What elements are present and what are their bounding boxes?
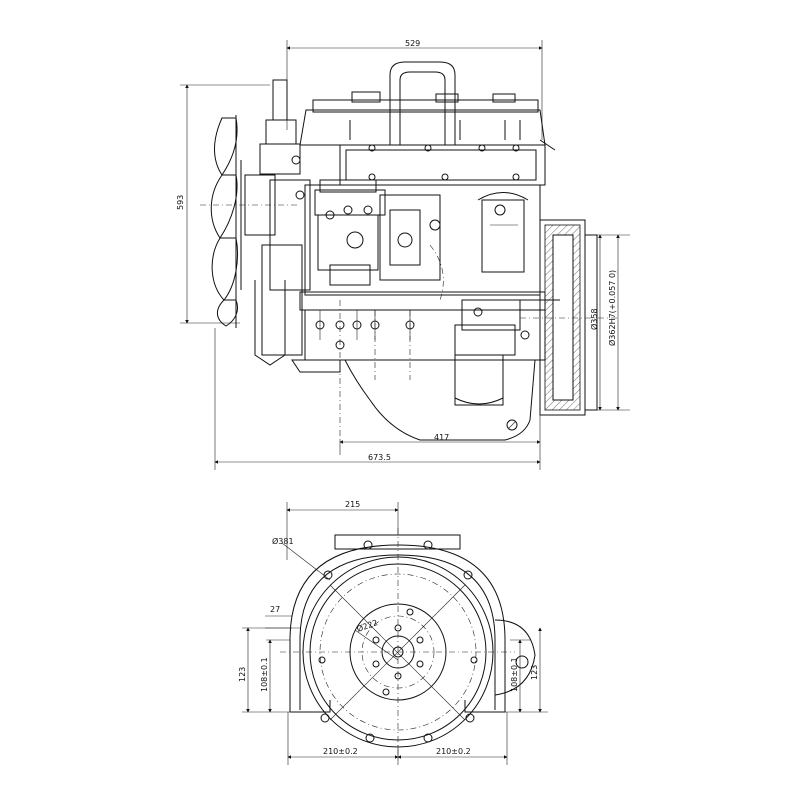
water-pump [244, 79, 311, 366]
flywheel-housing [520, 219, 620, 416]
dim-left: 123 108±0.1 [238, 627, 292, 713]
bolt-holes-inner [372, 608, 424, 696]
front-view: 215 Ø381 Ø222 27 123 108±0.1 108±0.1 [238, 500, 548, 765]
cylinder-head [299, 61, 556, 186]
dim-right: 108±0.1 123 [505, 627, 548, 713]
dim-diameters: Ø358 Ø362H7(+0.057 0) [589, 234, 630, 411]
dim-left-123-label: 123 [238, 667, 247, 682]
dim-right-108-label: 108±0.1 [510, 657, 519, 692]
dim-front-top-label: 215 [345, 500, 360, 509]
dim-height-label: 593 [176, 195, 185, 210]
dim-diameter-2-label: Ø362H7(+0.057 0) [607, 270, 617, 346]
dim-diameter-inner-label: Ø222 [355, 617, 379, 634]
dim-front-bottom: 210±0.2 210±0.2 [287, 712, 508, 765]
engine-block [291, 184, 546, 441]
dim-bottom-left-label: 210±0.2 [323, 747, 358, 756]
dim-front-top: 215 [286, 500, 399, 560]
dim-bottom: 417 673.5 [214, 328, 541, 470]
fuel-filter [477, 192, 529, 273]
fan [200, 115, 300, 328]
dim-bottom-total-label: 673.5 [368, 453, 391, 462]
dim-left-108-label: 108±0.1 [260, 657, 269, 692]
dim-top-width-label: 529 [405, 39, 420, 48]
dim-top-width: 529 [286, 39, 543, 140]
dim-height: 593 [176, 84, 270, 324]
dim-bottom-right-label: 210±0.2 [436, 747, 471, 756]
injection-pump [314, 179, 444, 301]
bolt-holes-outer [318, 540, 478, 743]
dim-bottom-partial-label: 417 [434, 433, 449, 442]
oil-filter [454, 299, 521, 406]
dim-small-label: 27 [270, 605, 280, 614]
dim-diameter-outer-label: Ø381 [272, 536, 294, 546]
dim-diameter-1-label: Ø358 [589, 308, 599, 330]
side-view: 529 593 [176, 39, 630, 470]
dim-right-123-label: 123 [530, 665, 539, 680]
